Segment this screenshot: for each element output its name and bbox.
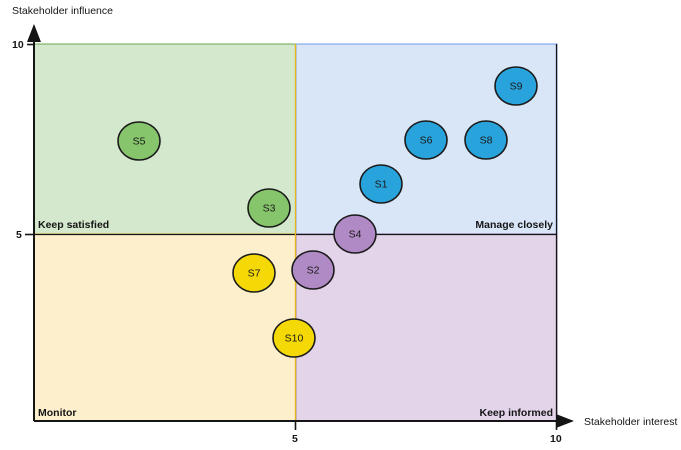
bubble-circle-s4[interactable] xyxy=(333,214,377,254)
bubble-label-s9: S9 xyxy=(510,81,523,93)
bubble-s3[interactable]: S3 xyxy=(247,188,291,228)
bubble-s10[interactable]: S10 xyxy=(272,318,316,358)
bubble-circle-s3[interactable] xyxy=(247,188,291,228)
x-tick-label-10: 10 xyxy=(550,433,562,445)
bubble-label-s8: S8 xyxy=(480,135,493,147)
bubble-s9[interactable]: S9 xyxy=(494,66,538,106)
bubble-circle-s2[interactable] xyxy=(291,250,335,290)
bubble-s1[interactable]: S1 xyxy=(359,164,403,204)
y-tick-label-5: 5 xyxy=(16,229,22,241)
bubble-label-s4: S4 xyxy=(349,229,362,241)
bubble-label-s7: S7 xyxy=(248,268,261,280)
bubble-label-s10: S10 xyxy=(285,333,304,345)
y-tick-label-10: 10 xyxy=(12,39,24,51)
bubble-s5[interactable]: S5 xyxy=(117,121,161,161)
bubble-s7[interactable]: S7 xyxy=(232,253,276,293)
bubble-circle-s1[interactable] xyxy=(359,164,403,204)
bubble-circle-s6[interactable] xyxy=(404,120,448,160)
bubble-label-s2: S2 xyxy=(307,265,320,277)
bubble-s4[interactable]: S4 xyxy=(333,214,377,254)
bubble-circle-s8[interactable] xyxy=(464,120,508,160)
bubble-s2[interactable]: S2 xyxy=(291,250,335,290)
quadrant-keep-informed xyxy=(295,233,558,422)
y-axis-title: Stakeholder influence xyxy=(12,5,113,17)
x-tick-label-5: 5 xyxy=(292,433,298,445)
bubble-label-s6: S6 xyxy=(420,135,433,147)
x-axis-title: Stakeholder interest xyxy=(584,416,677,428)
bubble-s6[interactable]: S6 xyxy=(404,120,448,160)
bubble-circle-s5[interactable] xyxy=(117,121,161,161)
bubble-label-s1: S1 xyxy=(375,179,388,191)
bubble-s8[interactable]: S8 xyxy=(464,120,508,160)
quadrant-label-keep-informed: Keep informed xyxy=(479,407,553,419)
quadrant-label-manage-closely: Manage closely xyxy=(475,219,553,231)
bubble-circle-s7[interactable] xyxy=(232,253,276,293)
bubble-circle-s10[interactable] xyxy=(272,318,316,358)
bubble-label-s3: S3 xyxy=(263,203,276,215)
quadrant-label-monitor: Monitor xyxy=(38,407,77,419)
bubble-label-s5: S5 xyxy=(133,136,146,148)
quadrant-label-keep-satisfied: Keep satisfied xyxy=(38,219,109,231)
bubble-circle-s9[interactable] xyxy=(494,66,538,106)
